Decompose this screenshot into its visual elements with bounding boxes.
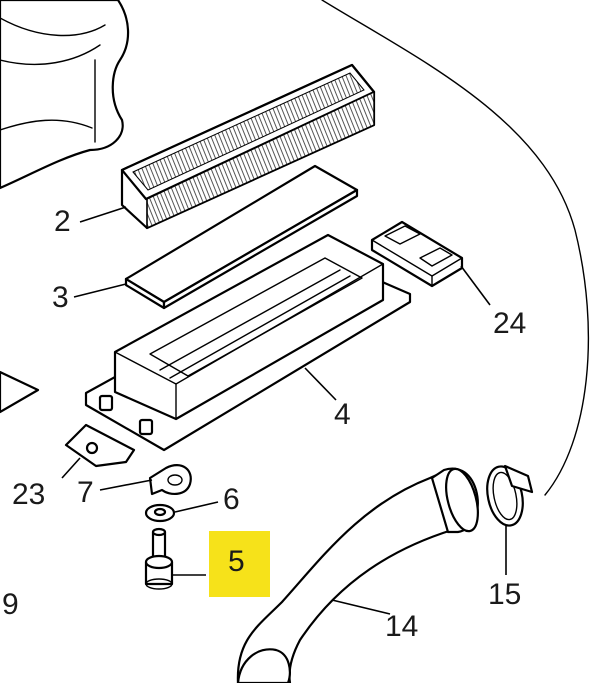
callout-4: 4	[334, 398, 351, 431]
callout-14: 14	[385, 610, 419, 643]
callout-7: 7	[77, 476, 94, 509]
callout-3: 3	[52, 281, 69, 314]
curved-tube-line	[321, 0, 590, 496]
highlight-box	[209, 531, 270, 597]
callout-2: 2	[54, 205, 71, 238]
hose	[236, 467, 479, 683]
filter-pad	[124, 164, 359, 310]
hose-clamp	[486, 464, 534, 527]
callout-6: 6	[223, 483, 240, 516]
callout-24: 24	[493, 307, 527, 340]
callout-23: 23	[12, 478, 46, 511]
housing-top-left	[0, 0, 130, 190]
p-clamp	[148, 464, 192, 496]
filter-tray	[84, 233, 412, 452]
bracket	[64, 423, 136, 468]
screw	[144, 527, 174, 590]
clip-block	[370, 220, 464, 288]
callout-15: 15	[488, 578, 522, 611]
callout-9: 9	[2, 588, 19, 621]
leader-lines	[61, 206, 507, 615]
callout-5: 5	[228, 545, 245, 578]
washer	[144, 503, 176, 523]
left-fragment	[0, 370, 40, 414]
filter-element	[120, 63, 376, 230]
